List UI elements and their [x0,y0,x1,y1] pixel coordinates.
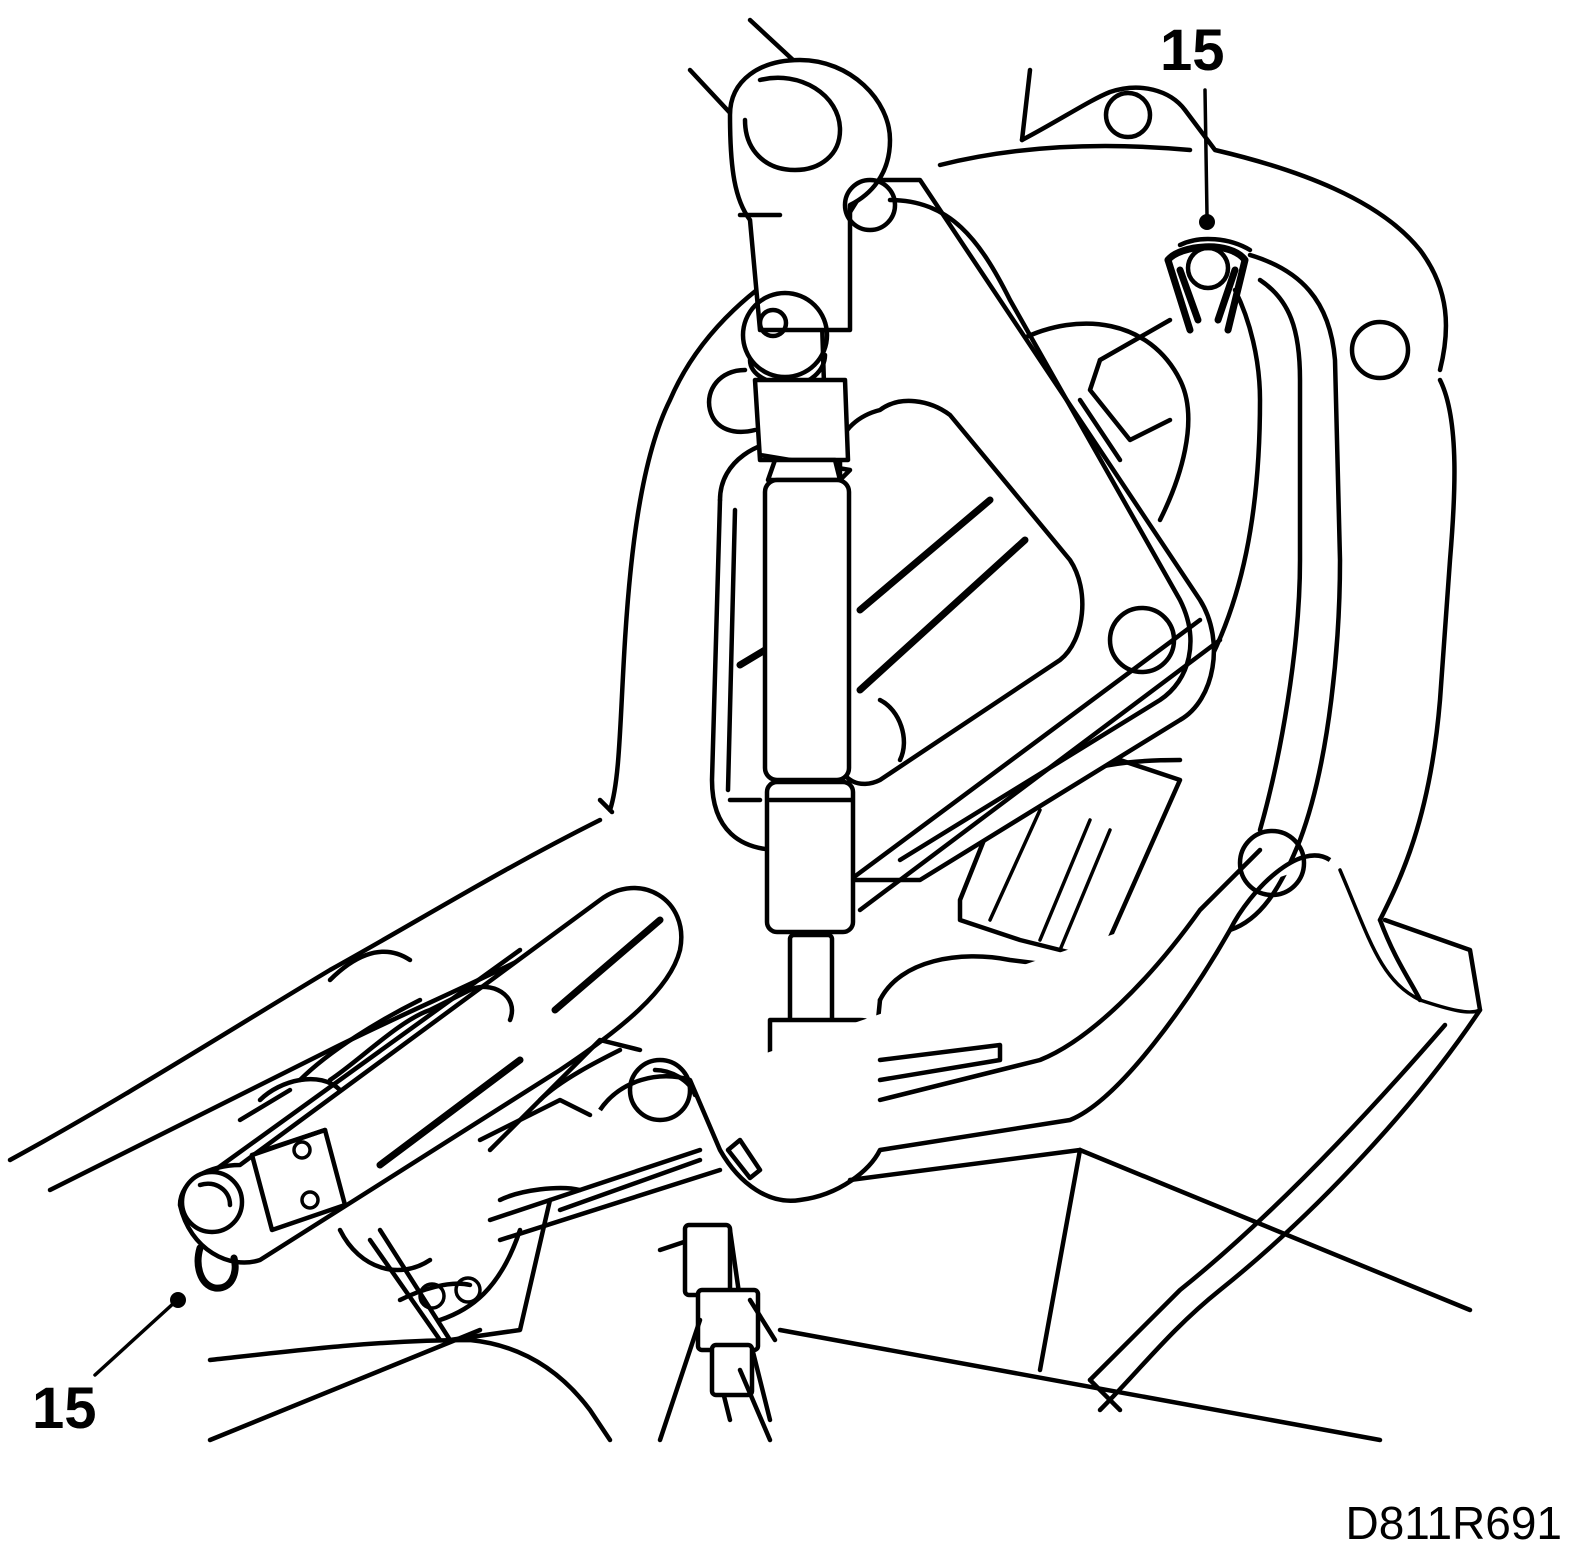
clip-top [1164,236,1253,334]
frame-bracket-right [1103,90,1411,933]
left-bracket-plate [709,437,1223,913]
leader-dot-top [1199,214,1215,230]
callout-label-bottom: 15 [32,1376,97,1441]
lower-arm [598,828,1332,1203]
upper-link-arm [687,17,898,483]
lever-arm-left [177,885,684,1273]
leader-dot-bottom [170,1292,186,1308]
clip-bottom [194,1244,239,1292]
callout-leaders [93,88,1215,1377]
drawing-reference-code: D811R691 [1345,1497,1562,1549]
cable-harness [367,1147,778,1443]
triangular-mounting-plate [736,177,1217,883]
callout-label-top: 15 [1160,18,1225,83]
